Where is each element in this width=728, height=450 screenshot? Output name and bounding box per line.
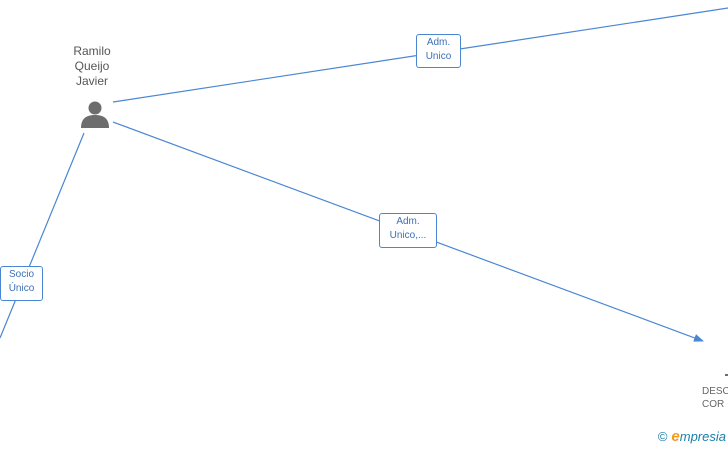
copyright-icon: ©: [657, 429, 668, 444]
brand-first-letter: e: [671, 428, 680, 445]
footer-brand: © empresia: [658, 428, 726, 445]
company-name-partial[interactable]: DESC COR: [702, 386, 728, 410]
company-node-mark: [725, 374, 728, 376]
person-icon[interactable]: [81, 101, 109, 129]
brand-rest: mpresia: [679, 429, 726, 444]
edge-line-socio-unico: [0, 132, 85, 339]
edge-label-adm-unico-mid[interactable]: Adm. Unico,...: [379, 213, 437, 248]
person-name[interactable]: Ramilo Queijo Javier: [73, 44, 111, 88]
edge-label-adm-unico-top[interactable]: Adm. Unico: [416, 34, 461, 68]
edge-label-socio-unico[interactable]: Socio Único: [0, 266, 43, 301]
brand-logo[interactable]: empresia: [671, 428, 726, 445]
